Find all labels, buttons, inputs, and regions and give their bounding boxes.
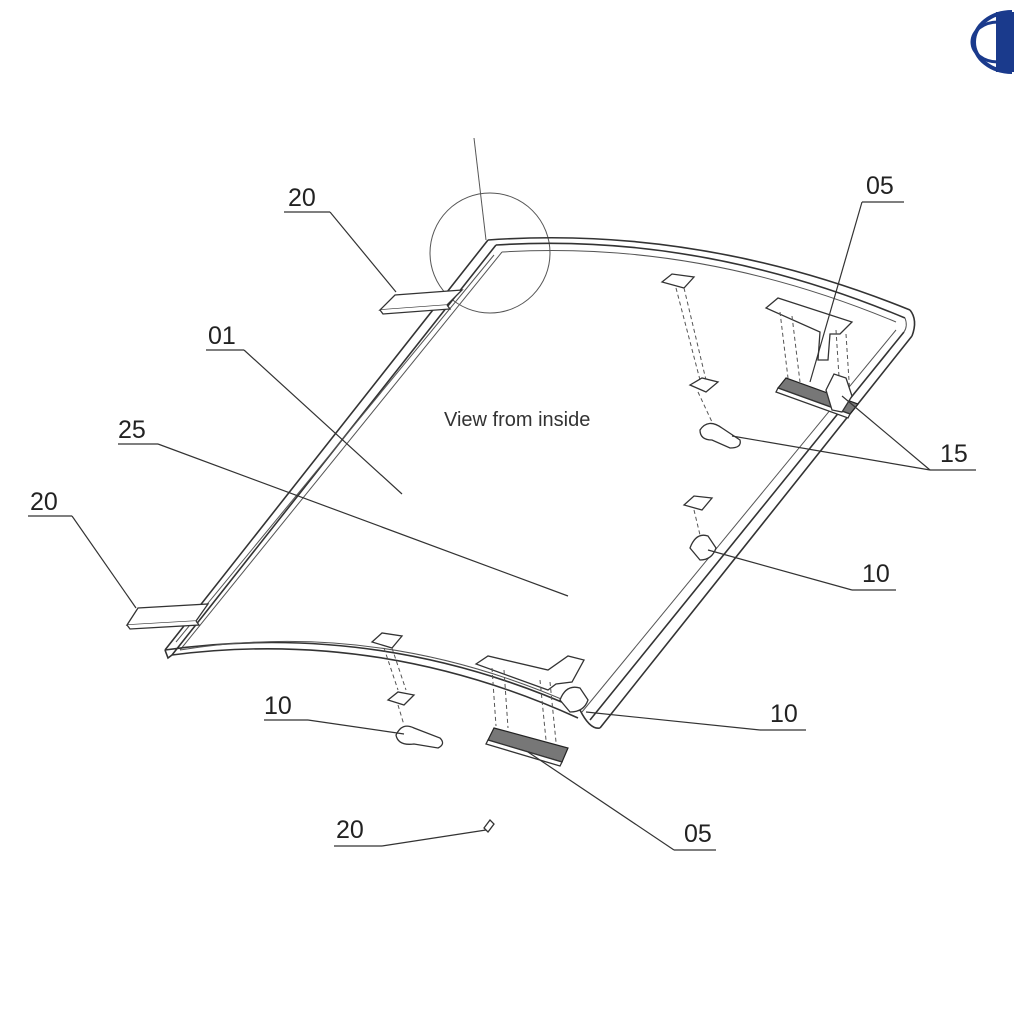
clip-part-top-left <box>378 289 464 315</box>
hinge-part-right <box>825 373 853 413</box>
clip-part-left <box>125 603 210 630</box>
bracket-plate-bottom <box>474 655 585 743</box>
latch-part-bottom-right <box>559 686 589 713</box>
part-label-20-top: 20 <box>288 184 316 212</box>
latch-part-middle-right <box>682 495 717 561</box>
part-label-25: 25 <box>118 416 146 444</box>
part-label-15: 15 <box>940 440 968 468</box>
part-label-20-bottom: 20 <box>336 816 364 844</box>
part-label-10-bottom-right: 10 <box>770 700 798 728</box>
part-label-10-right: 10 <box>862 560 890 588</box>
latch-assembly-upper <box>660 273 741 449</box>
part-label-01: 01 <box>208 322 236 350</box>
part-label-05-top: 05 <box>866 172 894 200</box>
view-caption: View from inside <box>444 409 590 431</box>
part-label-10-bottom-left: 10 <box>264 692 292 720</box>
detail-callout-circle <box>429 137 551 314</box>
latch-assembly-lower-left <box>370 632 444 749</box>
rubber-bar-bottom <box>485 727 569 767</box>
part-label-05-bottom: 05 <box>684 820 712 848</box>
brand-logo <box>970 10 1014 74</box>
part-label-20-left: 20 <box>30 488 58 516</box>
leader-lines <box>28 201 976 851</box>
screw-part <box>483 819 495 833</box>
